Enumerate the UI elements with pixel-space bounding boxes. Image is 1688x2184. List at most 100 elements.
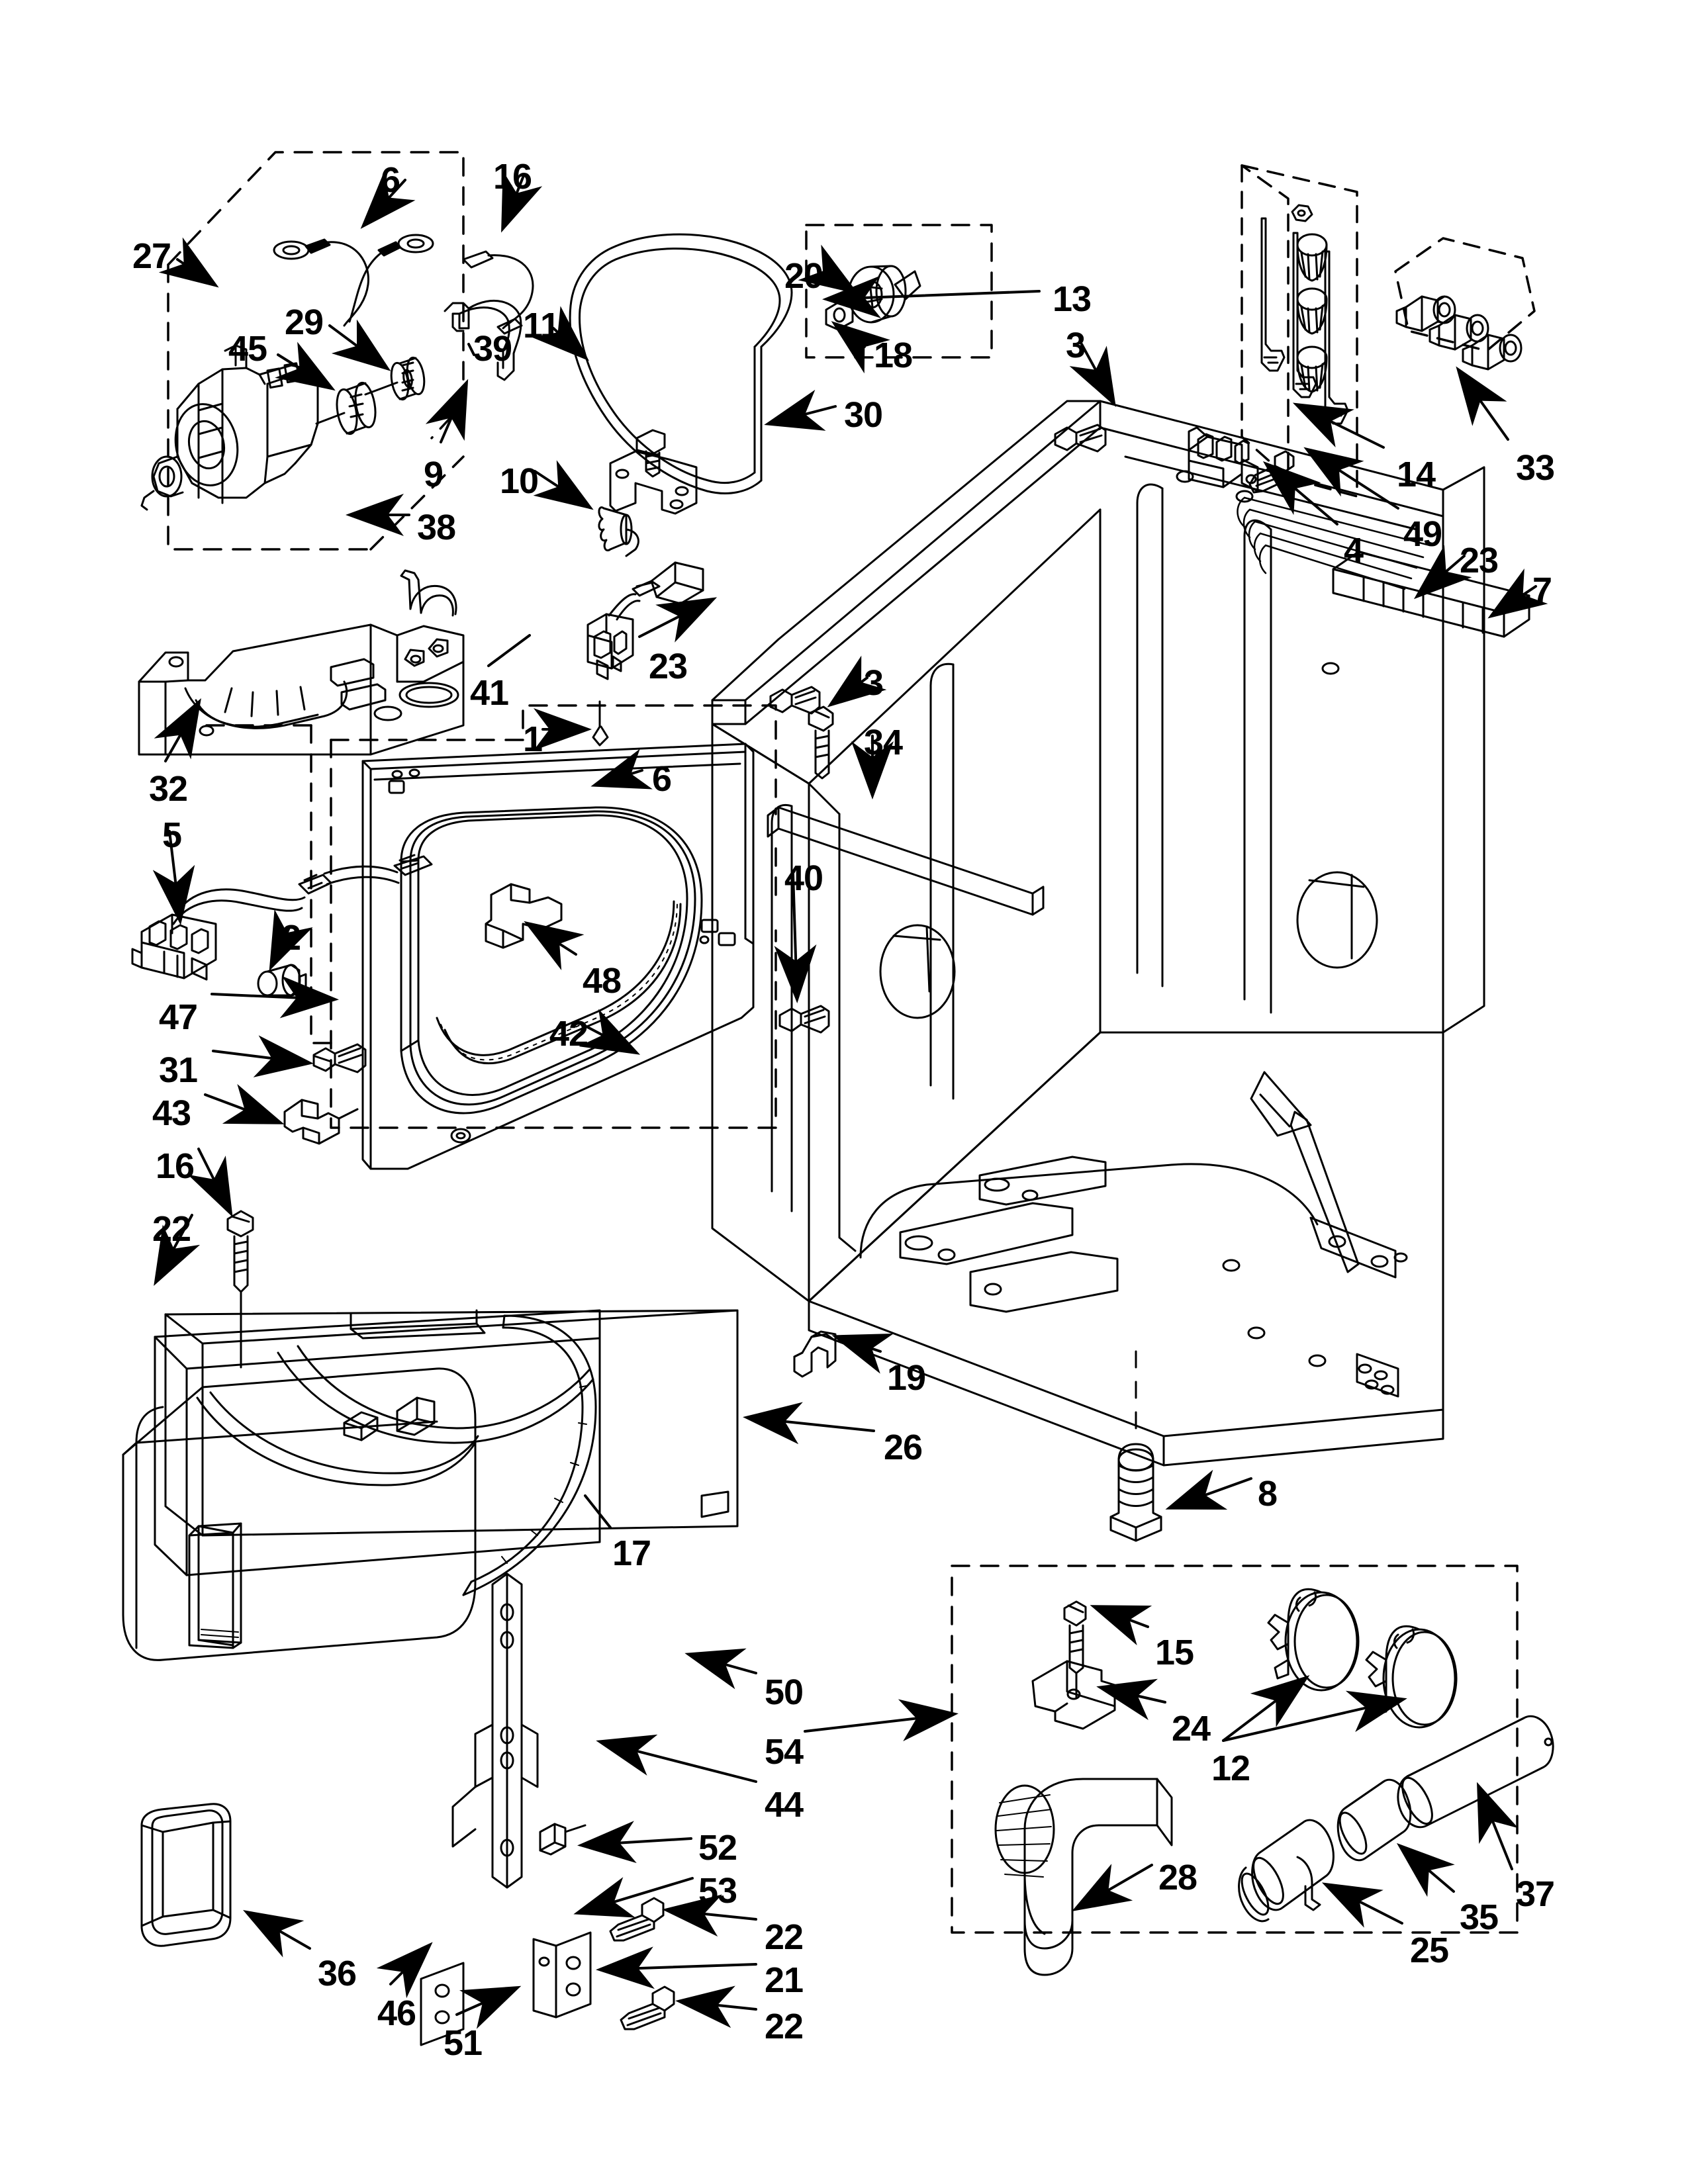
callout-37: 37 — [1516, 1874, 1555, 1914]
callout-46: 46 — [377, 1993, 416, 2033]
callout-52: 52 — [698, 1828, 737, 1868]
front-panel — [361, 743, 755, 1170]
screw-22-upper — [609, 1897, 665, 1942]
toe-panel-26 — [164, 1309, 739, 1537]
callout-22: 22 — [152, 1209, 191, 1249]
callout-28: 28 — [1158, 1858, 1197, 1897]
door-switch — [131, 854, 433, 981]
callout-33: 33 — [1516, 448, 1555, 488]
screw-40-front — [778, 1005, 830, 1034]
clip-43 — [283, 1099, 359, 1145]
callout-23: 23 — [649, 647, 688, 686]
cabinet-base — [808, 1031, 1444, 1467]
callout-35: 35 — [1460, 1897, 1499, 1937]
callout-4: 4 — [1344, 531, 1364, 570]
callout-43: 43 — [152, 1093, 191, 1133]
callout-6: 6 — [381, 160, 400, 200]
screw-16 — [226, 1210, 254, 1369]
callout-17: 17 — [612, 1533, 651, 1573]
screw-3-top — [1054, 424, 1107, 453]
vent-cap-12-a — [1267, 1588, 1360, 1692]
screw-31 — [312, 1043, 367, 1073]
callout-27: 27 — [132, 236, 171, 276]
screw-22-lower — [620, 1985, 675, 2030]
callout-10: 10 — [500, 461, 539, 501]
callout-49: 49 — [1403, 514, 1442, 554]
idler-spring — [598, 506, 639, 557]
callout-16: 16 — [493, 157, 532, 197]
leader-lines — [152, 170, 1548, 2029]
callout-38: 38 — [417, 508, 456, 547]
callout-2: 2 — [281, 918, 301, 958]
callout-23: 23 — [1460, 541, 1499, 580]
vent-cap-12-b — [1365, 1625, 1458, 1729]
terminal-block-contacts — [1260, 204, 1349, 425]
callout-20: 20 — [784, 256, 823, 296]
ground-wire-harness — [273, 234, 434, 327]
callout-3: 3 — [1066, 326, 1086, 365]
callout-5: 5 — [162, 815, 182, 855]
vent-pipe-37 — [1397, 1715, 1554, 1829]
door-switch-dashed-box — [197, 724, 332, 1044]
callout-19: 19 — [887, 1358, 926, 1398]
leveling-leg — [1109, 1350, 1162, 1542]
callout-32: 32 — [149, 769, 188, 809]
callout-48: 48 — [583, 961, 622, 1001]
callout-16: 16 — [156, 1146, 195, 1186]
cabinet-top-rail — [711, 400, 1102, 725]
callout-34: 34 — [864, 723, 903, 762]
callout-22: 22 — [765, 1917, 804, 1957]
callout-18: 18 — [874, 336, 913, 375]
callout-1: 1 — [523, 719, 543, 759]
vent-coupler-35 — [1336, 1778, 1412, 1862]
cabinet-left-side — [711, 508, 1102, 1302]
callout-12: 12 — [1211, 1749, 1250, 1788]
callout-9: 9 — [424, 455, 444, 494]
screw-3-cabinet — [808, 705, 834, 780]
terminal-block — [1188, 426, 1259, 492]
door-seal-50 — [462, 1314, 597, 1596]
callout-31: 31 — [159, 1050, 198, 1090]
vent-clamp-25 — [1238, 1819, 1335, 1923]
door-catch-52 — [539, 1823, 586, 1856]
blower-housing-bracket — [138, 569, 465, 756]
callout-14: 14 — [1397, 455, 1436, 494]
callout-25: 25 — [1410, 1931, 1449, 1970]
front-panel-dashed-box — [330, 704, 777, 1129]
callout-39: 39 — [473, 329, 512, 369]
door-hinge-arm-44 — [451, 1572, 539, 1889]
callout-50: 50 — [765, 1672, 804, 1712]
callout-7: 7 — [1532, 570, 1552, 610]
motor-group-dashed-box — [167, 151, 465, 551]
callout-11: 11 — [523, 306, 560, 345]
callout-53: 53 — [698, 1871, 737, 1911]
door-switch-23 — [586, 561, 704, 747]
callout-24: 24 — [1172, 1709, 1211, 1749]
strain-relief-bushings — [1395, 295, 1523, 371]
callout-54: 54 — [765, 1732, 804, 1772]
cabinet-top-vent — [1237, 496, 1431, 590]
screw-15 — [1063, 1600, 1087, 1700]
door-inner-panel-46 — [122, 1367, 479, 1947]
callout-41: 41 — [470, 673, 509, 713]
callout-30: 30 — [844, 395, 883, 435]
screw-3-front — [769, 686, 821, 715]
strain-relief-dashed-box — [1394, 237, 1536, 352]
cabinet-right-side — [1099, 400, 1485, 1034]
drive-belt — [569, 233, 793, 494]
callout-6: 6 — [652, 759, 672, 799]
callout-51: 51 — [444, 2023, 483, 2063]
callout-3: 3 — [864, 663, 884, 703]
callout-15: 15 — [1155, 1633, 1194, 1672]
callout-45: 45 — [228, 329, 267, 369]
thermal-fuse — [257, 964, 307, 997]
cabinet-brace-bar — [767, 806, 1045, 916]
motor-pulley — [315, 356, 426, 435]
callout-29: 29 — [285, 302, 324, 342]
callout-26: 26 — [884, 1428, 923, 1467]
callout-8: 8 — [1258, 1474, 1278, 1514]
callout-40: 40 — [784, 858, 823, 898]
callout-36: 36 — [318, 1954, 357, 1993]
